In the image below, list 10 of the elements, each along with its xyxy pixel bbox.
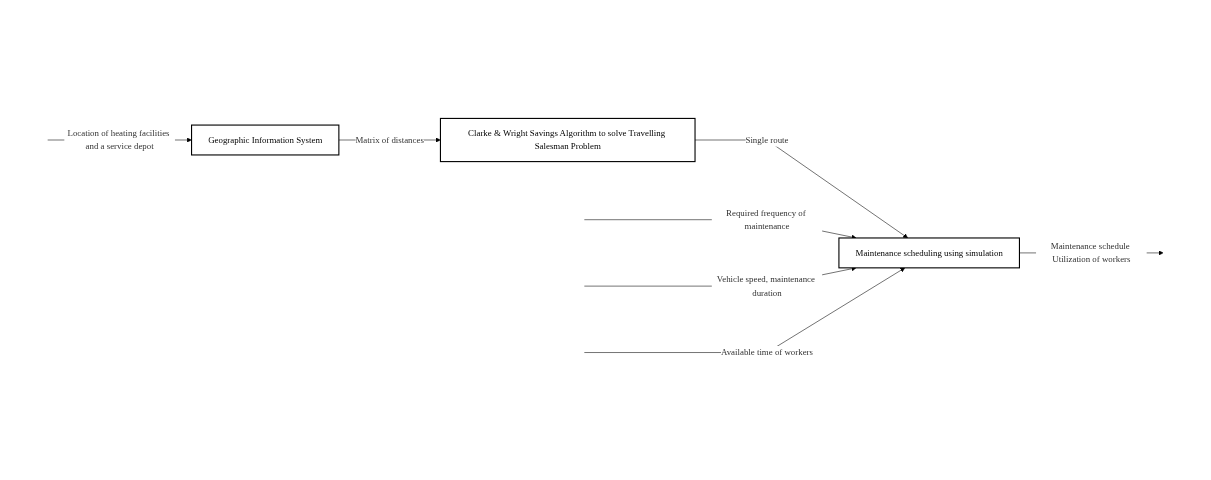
node-box: Clarke & Wright Savings Algorithm to solve Travelling Salesman Problem bbox=[439, 118, 696, 163]
edge-label: Required frequency of maintenance bbox=[726, 208, 806, 232]
node-box: Maintenance scheduling using simulation bbox=[838, 237, 1020, 269]
edge-label: Vehicle speed, maintenance duration bbox=[716, 274, 815, 298]
edge-label: Single route bbox=[745, 135, 789, 145]
edge-label: Location of heating facilities and a service depot bbox=[67, 128, 170, 152]
edge-label: Available time of workers bbox=[720, 347, 813, 358]
node-box: Geographic Information System bbox=[191, 124, 340, 156]
edge-label: Maintenance schedule Utilization of workers bbox=[1050, 241, 1131, 265]
edge-label: Matrix of distances bbox=[355, 135, 424, 145]
